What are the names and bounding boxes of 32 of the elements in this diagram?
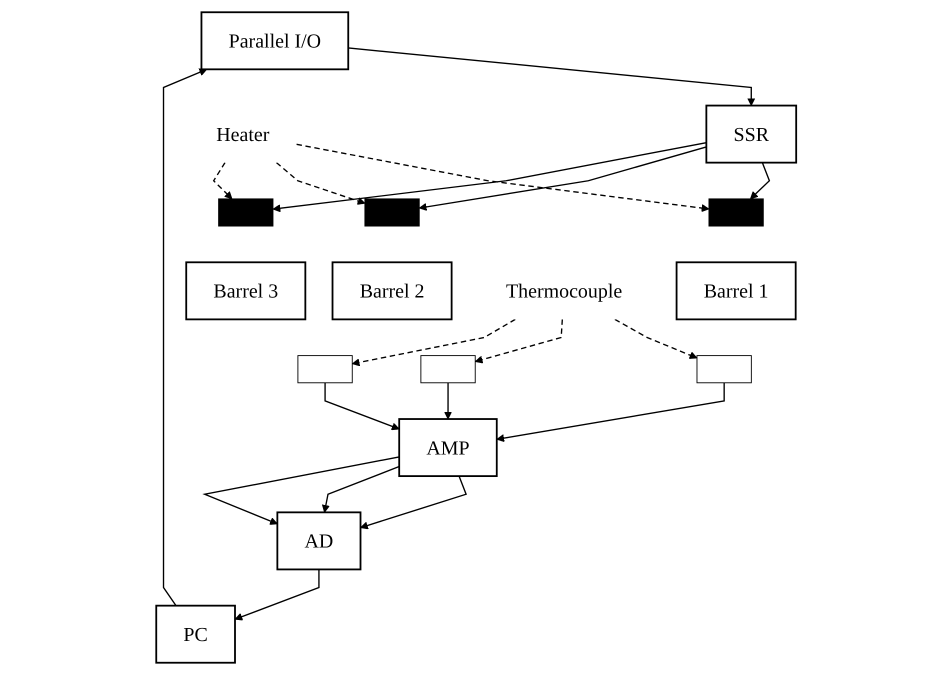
arrow — [202, 456, 400, 525]
arrow — [444, 382, 452, 420]
arrow — [212, 162, 232, 200]
arrow — [418, 146, 706, 211]
arrow — [322, 466, 400, 513]
arrow — [360, 476, 467, 530]
arrow — [496, 382, 725, 442]
arrow — [352, 318, 516, 366]
node-box — [297, 355, 352, 384]
node-box: Parallel I/O — [200, 11, 349, 70]
arrow — [614, 318, 698, 359]
node-box: SSR — [705, 104, 797, 164]
node-bar — [364, 198, 420, 226]
node-box: AD — [276, 511, 362, 570]
arrow — [750, 162, 770, 200]
arrow — [276, 162, 366, 205]
node-bar — [708, 198, 764, 226]
arrow — [324, 382, 400, 430]
arrow — [474, 319, 563, 364]
arrow — [348, 47, 756, 106]
node-text: Thermocouple — [506, 280, 622, 302]
arrow — [234, 569, 320, 620]
node-box: Barrel 2 — [331, 261, 452, 320]
node-box: PC — [155, 604, 236, 664]
node-box: Barrel 1 — [675, 261, 796, 320]
node-box: Barrel 3 — [185, 261, 306, 320]
node-bar — [218, 198, 274, 226]
arrow — [162, 68, 207, 606]
node-box — [420, 355, 476, 384]
node-text: Heater — [216, 122, 270, 146]
node-box: AMP — [398, 418, 498, 477]
node-box — [696, 355, 752, 384]
